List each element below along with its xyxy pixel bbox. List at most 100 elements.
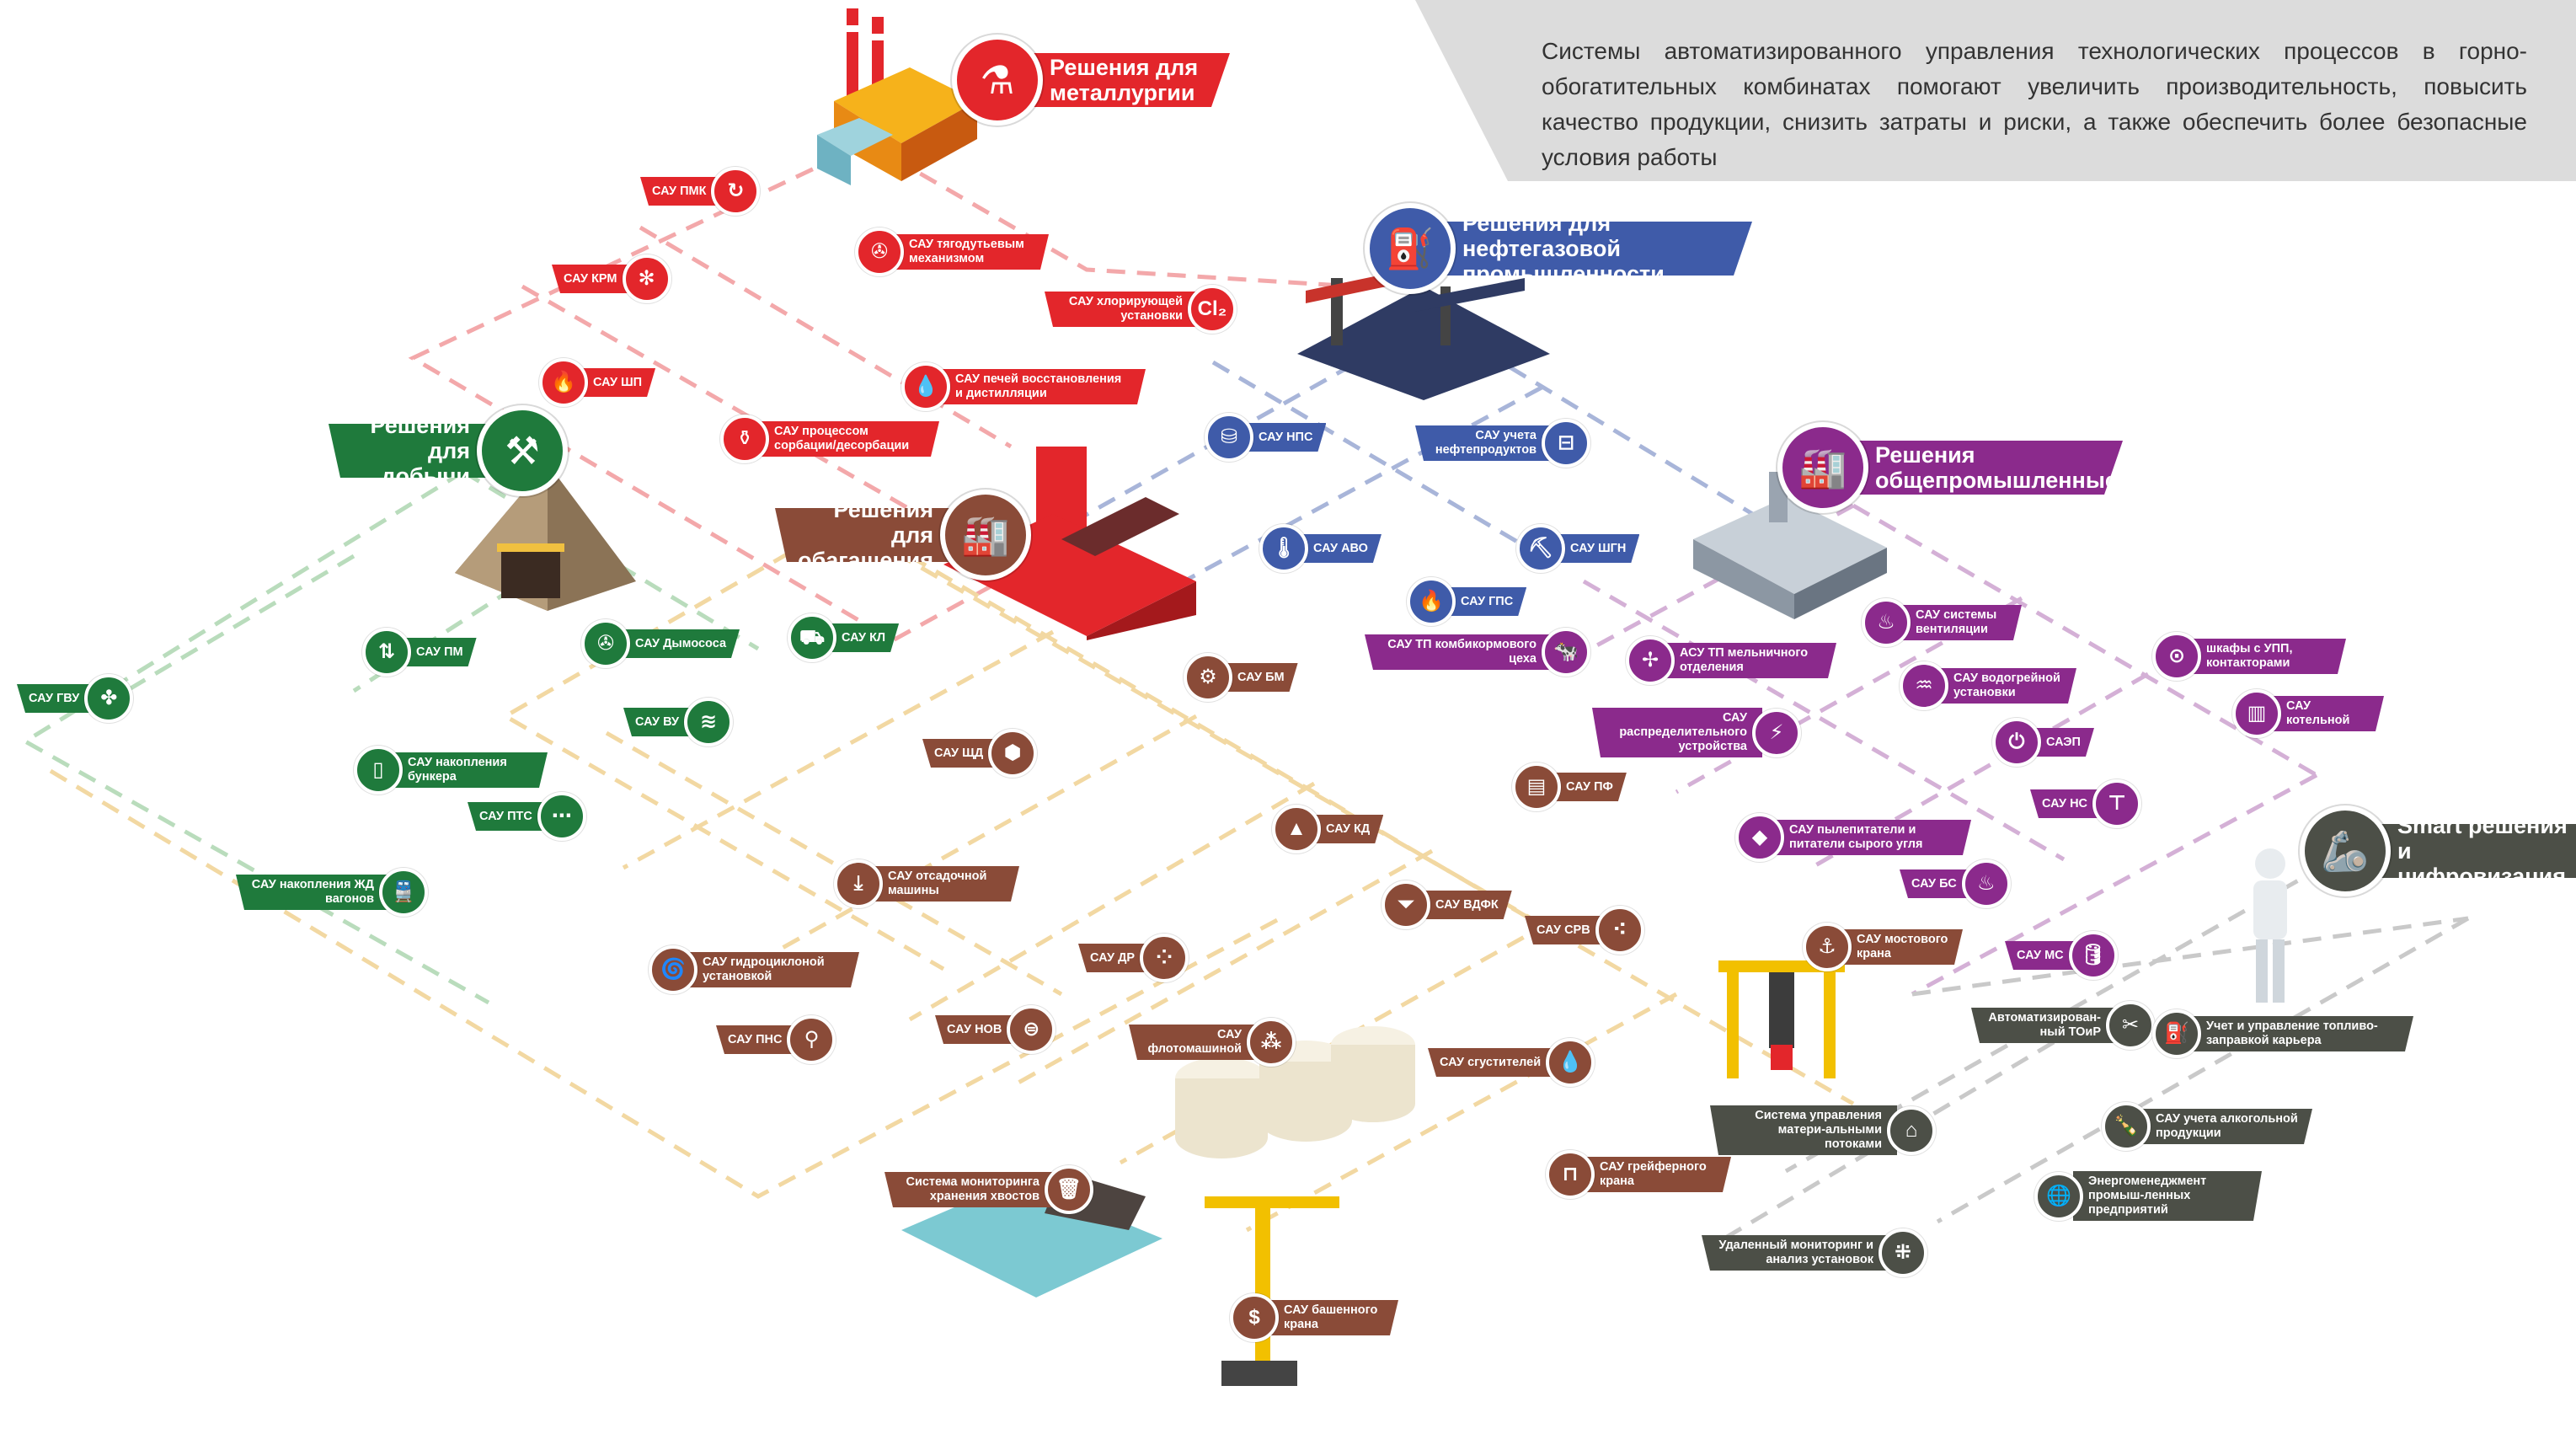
recycle-icon: ↻	[711, 167, 761, 216]
warehouse-icon: ⌂	[1887, 1105, 1936, 1155]
label-sau-sgust[interactable]: 💧 САУ сгустителей	[1428, 1038, 1595, 1087]
label-sau-chlor[interactable]: Cl₂ САУ хлорирующей установки	[1045, 285, 1237, 334]
label-sau-bm[interactable]: ⚙ САУ БМ	[1184, 653, 1298, 702]
category-label: Решения общепромышленные	[1853, 441, 2123, 495]
gas-flame-icon: 🔥	[1407, 577, 1456, 626]
label-sau-otsad[interactable]: ⤓ САУ отсадочной машины	[834, 859, 1019, 908]
label-sau-kd[interactable]: ▲ САУ КД	[1272, 805, 1383, 853]
label-sau-raspr[interactable]: ⚡ САУ распределительного устройства	[1592, 708, 1801, 757]
filter-icon: ▤	[1512, 762, 1561, 811]
label-sau-tp-komb[interactable]: 🐄 САУ ТП комбикормового цеха	[1365, 628, 1590, 677]
pickaxe-hammer-icon: ⚒	[477, 405, 568, 496]
cyclone-icon: 🌀	[649, 945, 697, 994]
cabinet-icon: ⊙	[2152, 632, 2201, 681]
robot-arm-icon: 🦾	[2300, 805, 2391, 896]
drop-icon: 💧	[901, 362, 950, 411]
category-general[interactable]: 🏭 Решения общепромышленные	[1777, 422, 2123, 513]
windmill-icon: ✢	[1626, 636, 1675, 685]
label-sau-nov[interactable]: ⊜ САУ НОВ	[935, 1005, 1056, 1054]
plant-icon: 🏭	[1777, 422, 1868, 513]
label-sau-pns[interactable]: ⚲ САУ ПНС	[716, 1015, 836, 1064]
label-sau-vdfk[interactable]: ⏷ САУ ВДФК	[1382, 880, 1512, 929]
vent-icon: ♨	[1862, 598, 1911, 647]
label-auto-toir[interactable]: ✂ Автоматизирован-ный ТОиР	[1971, 1001, 2155, 1050]
download-icon: ⤓	[834, 859, 883, 908]
category-metallurgy[interactable]: ⚗ Решения для металлургии	[952, 35, 1230, 126]
label-sau-saep[interactable]: ⏻ САЭП	[1992, 718, 2094, 767]
label-sau-sorb[interactable]: ⚱ САУ процессом сорбации/десорбации	[720, 415, 939, 463]
label-sau-vent[interactable]: ♨ САУ системы вентиляции	[1862, 598, 2022, 647]
label-sau-dr[interactable]: ⁘ САУ ДР	[1078, 934, 1189, 982]
label-sau-bash[interactable]: $ САУ башенного крана	[1230, 1293, 1398, 1342]
category-label: Smart решения и цифровизация	[2376, 824, 2576, 878]
label-sau-vu[interactable]: ≋ САУ ВУ	[623, 698, 734, 746]
valve-icon: ⚲	[787, 1015, 836, 1064]
label-asu-tp-mel[interactable]: ✢ АСУ ТП мельничного отделения	[1626, 636, 1836, 685]
bubbles-icon: ⁂	[1247, 1018, 1296, 1067]
train-icon: 🚆	[379, 868, 428, 917]
label-sys-mat[interactable]: ⌂ Система управления матери-альными пото…	[1710, 1105, 1936, 1155]
label-sau-alko[interactable]: 🍾 САУ учета алкогольной продукции	[2102, 1102, 2312, 1151]
category-smart[interactable]: 🦾 Smart решения и цифровизация	[2300, 805, 2576, 896]
category-enrichment[interactable]: 🏭 Решения для обагащения	[775, 490, 1031, 581]
label-energo[interactable]: 🌐 Энергоменеджмент промыш-ленных предпри…	[2034, 1171, 2262, 1221]
label-sau-most[interactable]: ⚓ САУ мостового крана	[1803, 923, 1963, 971]
pumpjack-icon: ⛏	[1516, 524, 1565, 573]
label-sau-dymosos[interactable]: ✇ САУ Дымососа	[581, 619, 740, 668]
hook-icon: ⚓	[1803, 923, 1852, 971]
label-sau-graif[interactable]: ⊓ САУ грейферного крана	[1546, 1150, 1731, 1199]
faucet-icon: ⊤	[2092, 779, 2142, 828]
label-sau-pm[interactable]: ⇅ САУ ПМ	[362, 628, 477, 677]
label-sau-kotel[interactable]: ▥ САУ котельной	[2232, 689, 2384, 738]
belt-icon: ⋯	[537, 792, 586, 841]
label-sau-bunker[interactable]: ▯ САУ накопления бункера	[354, 746, 548, 795]
metallurgy-plant-illustration	[817, 8, 977, 185]
label-sau-pf[interactable]: ▤ САУ ПФ	[1512, 762, 1627, 811]
oil-can-icon: 🛢	[2068, 931, 2118, 980]
category-label: Решения для обагащения	[775, 508, 955, 562]
category-oilgas[interactable]: ⛽ Решения для нефтегазовой промышленност…	[1365, 203, 1752, 294]
label-sau-pechey[interactable]: 💧 САУ печей восстановления и дистилляции	[901, 362, 1146, 411]
label-sau-bs[interactable]: ♨ САУ БС	[1900, 859, 2011, 908]
label-sau-ns[interactable]: ⊤ САУ НС	[2030, 779, 2142, 828]
label-sau-avo[interactable]: 🌡 САУ АВО	[1259, 524, 1382, 573]
label-sau-neft[interactable]: ⊟ САУ учета нефтепродуктов	[1415, 419, 1590, 468]
water-heater-icon: ♒	[1900, 661, 1948, 710]
intro-panel: Системы автоматизированного управления т…	[1415, 0, 2576, 181]
category-mining[interactable]: ⚒ Решения для добычи	[329, 405, 568, 496]
pump-icon: ⊜	[1007, 1005, 1056, 1054]
label-sau-zhd[interactable]: 🚆 САУ накопления ЖД вагонов	[236, 868, 428, 917]
label-sau-gidro[interactable]: 🌀 САУ гидроциклоной установкой	[649, 945, 859, 994]
tanks-icon: ⚱	[720, 415, 769, 463]
tank-icon: ⛁	[1205, 413, 1253, 462]
label-sau-ms[interactable]: 🛢 САУ МС	[2005, 931, 2118, 980]
label-sau-pyle[interactable]: ◆ САУ пылепитатели и питатели сырого угл…	[1735, 813, 1971, 862]
label-sau-pts[interactable]: ⋯ САУ ПТС	[468, 792, 586, 841]
label-sau-vodogr[interactable]: ♒ САУ водогрейной установки	[1900, 661, 2076, 710]
label-sau-kl[interactable]: ⛟ САУ КЛ	[788, 613, 899, 662]
label-uchet-topl[interactable]: ⛽ Учет и управление топливо-заправкой ка…	[2152, 1009, 2413, 1058]
snowflake-icon: ✻	[622, 254, 671, 303]
crusher-icon: ⬢	[988, 729, 1038, 778]
label-sau-tyagodut[interactable]: ✇ САУ тягодутьевым механизмом	[855, 227, 1049, 276]
pool-icon: ♨	[1961, 859, 2011, 908]
conveyor-icon: ⛟	[788, 613, 836, 662]
globe-icon: 🌐	[2034, 1171, 2083, 1221]
label-shkafy[interactable]: ⊙ шкафы с УПП, контакторами	[2152, 632, 2346, 681]
label-sau-gps[interactable]: 🔥 САУ ГПС	[1407, 577, 1526, 626]
label-sau-gvu[interactable]: ✤ САУ ГВУ	[17, 674, 134, 723]
tower-crane-illustration	[1205, 1196, 1339, 1386]
label-sau-pmk[interactable]: ↻ САУ ПМК	[640, 167, 761, 216]
fuel-icon: ⛽	[2152, 1009, 2201, 1058]
label-sau-flot[interactable]: ⁂ САУ флотомашиной	[1129, 1018, 1296, 1067]
radiator-icon: ▥	[2232, 689, 2281, 738]
label-sau-shp[interactable]: 🔥 САУ ШП	[539, 358, 655, 407]
label-sau-shgn[interactable]: ⛏ САУ ШГН	[1516, 524, 1639, 573]
label-sau-krm[interactable]: ✻ САУ КРМ	[552, 254, 671, 303]
label-udal[interactable]: ⁜ Удаленный мониторинг и анализ установо…	[1702, 1228, 1927, 1277]
label-sau-shd[interactable]: ⬢ САУ ЩД	[922, 729, 1038, 778]
ladle-icon: ⚗	[952, 35, 1043, 126]
label-sau-srv[interactable]: ⁖ САУ СРВ	[1525, 906, 1644, 955]
label-sys-hvost[interactable]: 🗑 Система мониторинга хранения хвостов	[884, 1165, 1093, 1214]
label-sau-nps[interactable]: ⛁ САУ НПС	[1205, 413, 1326, 462]
